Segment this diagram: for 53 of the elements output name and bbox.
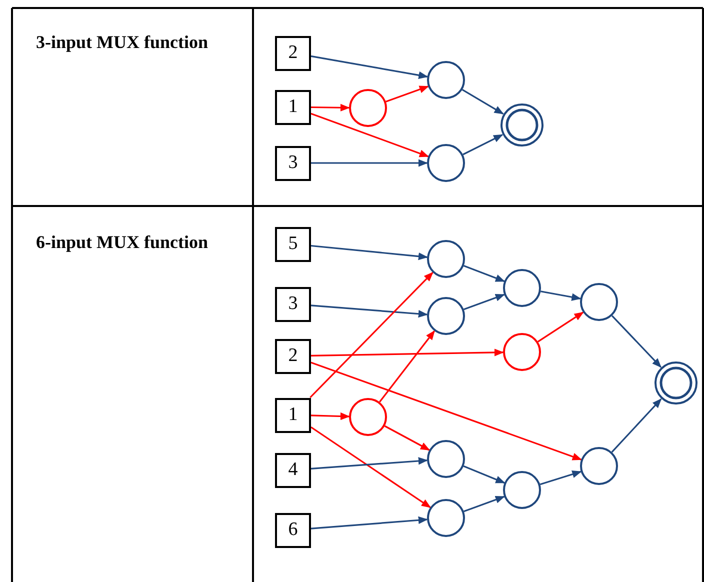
row-heading: 3-input MUX function xyxy=(36,32,208,53)
arrow xyxy=(310,348,504,356)
state-circle xyxy=(427,499,465,537)
arrow xyxy=(464,496,506,512)
input-box: 4 xyxy=(275,452,311,488)
input-box: 3 xyxy=(275,286,311,322)
arrow xyxy=(310,304,428,318)
arrow xyxy=(310,412,350,420)
state-circle xyxy=(580,283,618,321)
arrow xyxy=(464,294,506,310)
arrow xyxy=(378,330,436,402)
arrow xyxy=(310,426,432,508)
state-circle xyxy=(427,440,465,478)
state-circle xyxy=(349,398,387,436)
input-box: 3 xyxy=(275,146,311,180)
arrow xyxy=(310,104,350,112)
arrow xyxy=(540,470,582,486)
input-box: 1 xyxy=(275,90,311,124)
final-state-circle xyxy=(654,361,698,405)
arrow xyxy=(310,244,428,260)
arrow xyxy=(386,86,430,102)
state-circle xyxy=(580,447,618,485)
input-box: 2 xyxy=(275,338,311,374)
state-circle xyxy=(503,333,541,371)
arrow xyxy=(462,134,504,156)
state-circle xyxy=(427,297,465,335)
arrow xyxy=(463,265,506,282)
arrow xyxy=(612,315,662,368)
state-circle xyxy=(503,269,541,307)
arrow xyxy=(310,457,428,470)
state-circle xyxy=(503,471,541,509)
input-box: 1 xyxy=(275,398,311,432)
arrow xyxy=(310,362,582,460)
arrow xyxy=(310,55,428,79)
arrow xyxy=(311,159,428,167)
arrow xyxy=(538,312,584,342)
arrow xyxy=(462,89,504,114)
state-circle xyxy=(427,61,465,99)
row-heading: 6-input MUX function xyxy=(36,232,208,253)
arrow xyxy=(611,398,662,453)
arrow xyxy=(463,465,506,484)
final-state-circle xyxy=(500,103,544,147)
arrow xyxy=(310,112,430,158)
arrow xyxy=(310,272,434,398)
arrow xyxy=(540,290,582,301)
input-box: 5 xyxy=(275,226,311,262)
state-circle xyxy=(349,89,387,127)
state-circle xyxy=(427,240,465,278)
state-circle xyxy=(427,144,465,182)
input-box: 2 xyxy=(275,36,311,70)
input-box: 6 xyxy=(275,512,311,548)
arrow xyxy=(310,516,428,530)
arrow xyxy=(384,425,430,451)
